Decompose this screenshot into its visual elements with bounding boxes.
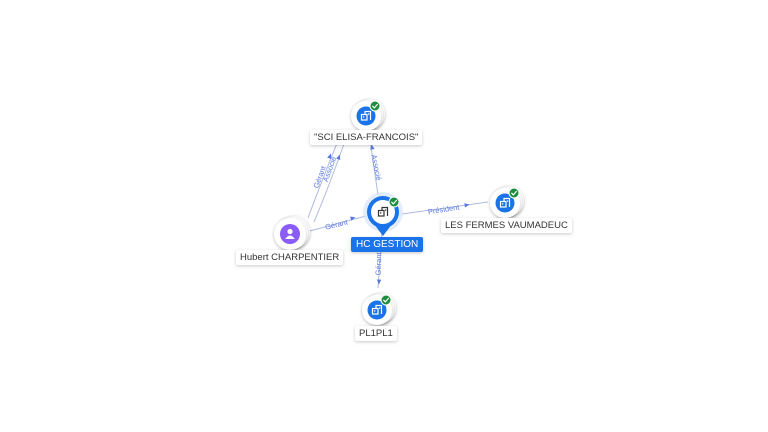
edge-arrow-icon [327, 153, 332, 160]
edge-line [305, 215, 367, 233]
check-badge-icon [508, 187, 520, 199]
edge-line [313, 137, 347, 223]
node-label-hubert-charpentier[interactable]: Hubert CHARPENTIER [236, 250, 344, 265]
edge-hc-sci: Associé [369, 139, 384, 196]
check-badge-icon [369, 100, 381, 112]
node-les-fermes-vaumadeuc[interactable] [490, 186, 524, 218]
edge-line [401, 201, 489, 215]
building-icon [360, 110, 372, 121]
building-icon [377, 206, 389, 217]
node-pl1pl1[interactable] [362, 293, 396, 325]
edge-arrow-icon [464, 203, 470, 208]
node-label-sci-elisa-francois[interactable]: "SCI ELISA-FRANCOIS" [310, 130, 423, 145]
edge-label: Gérant [374, 251, 384, 275]
edge-label: Gérant [324, 217, 349, 232]
building-icon [371, 304, 383, 315]
node-sci-elisa-francois[interactable] [351, 99, 385, 131]
edge-arrow-icon [350, 216, 356, 221]
edge-label: Président [427, 202, 461, 216]
edge-arrow-icon [370, 144, 375, 150]
building-icon [499, 197, 511, 208]
node-label-hc-gestion[interactable]: HC GESTION [351, 237, 424, 252]
person-icon [285, 228, 295, 239]
edge-hubert-hc: Gérant [305, 215, 367, 233]
edge-hc-fermes: Président [401, 201, 489, 216]
check-badge-icon [388, 196, 400, 208]
node-hc-gestion[interactable] [363, 192, 403, 236]
edge-arrow-icon [376, 279, 382, 285]
node-label-les-fermes-vaumadeuc[interactable]: LES FERMES VAUMADEUC [441, 218, 572, 233]
edge-label: Associé [369, 154, 383, 182]
node-hubert-charpentier[interactable] [274, 216, 310, 250]
check-badge-icon [380, 294, 392, 306]
edge-arrow-icon [336, 154, 341, 161]
node-label-pl1pl1[interactable]: PL1PL1 [355, 326, 397, 341]
